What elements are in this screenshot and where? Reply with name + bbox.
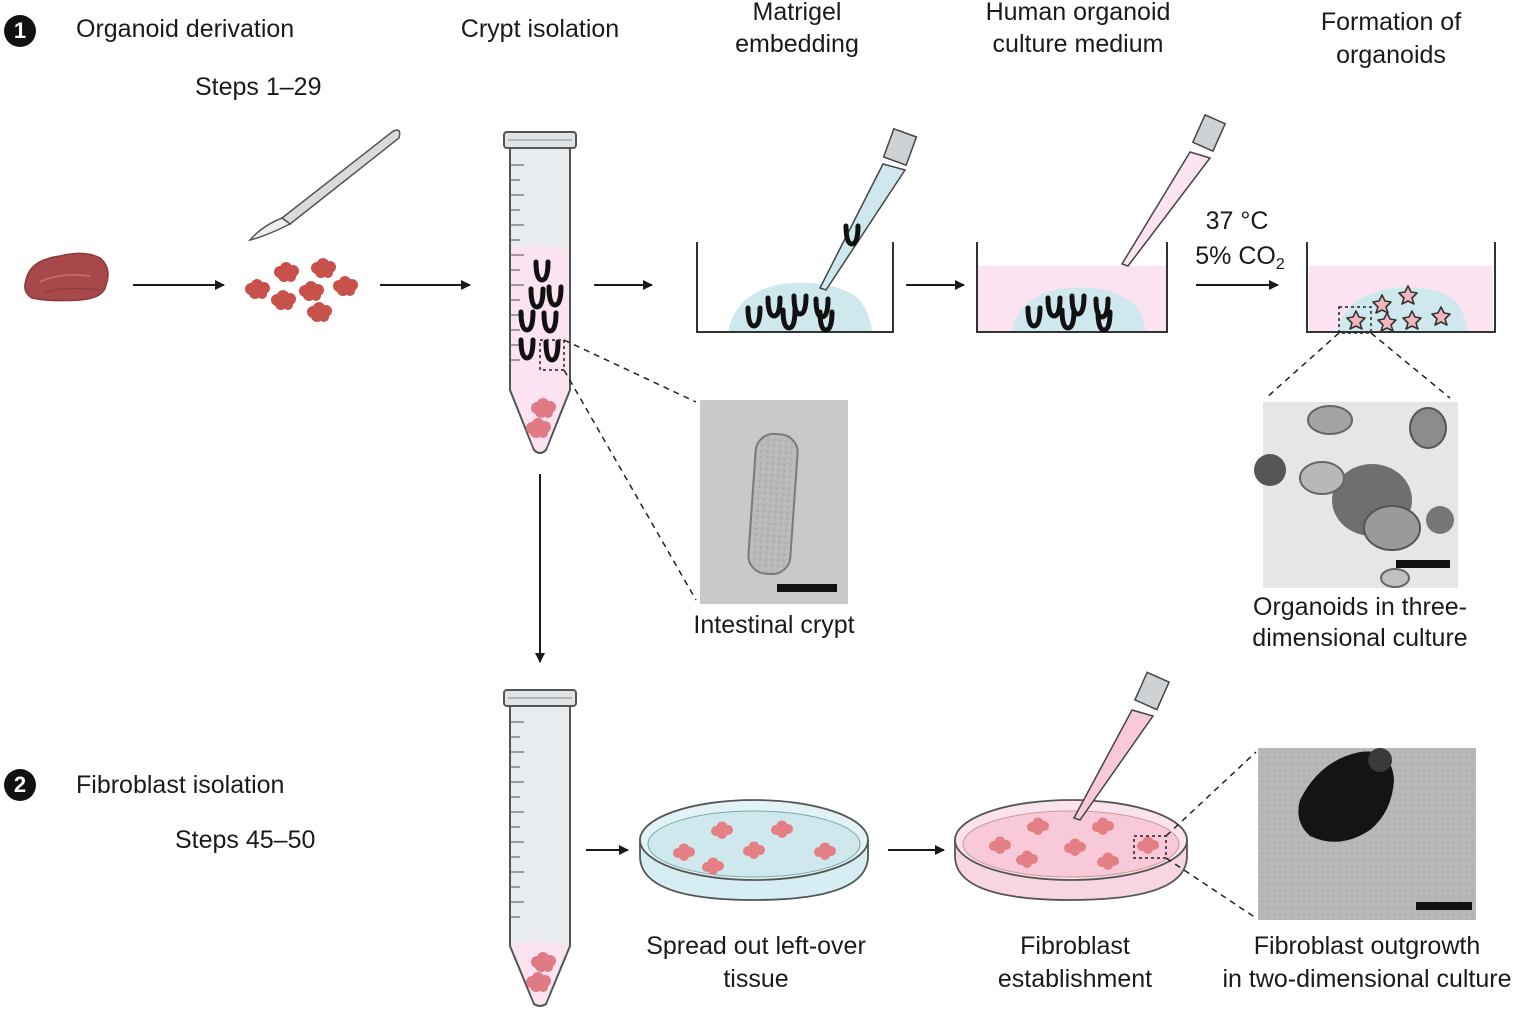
zoom-line-crypt-bottom — [563, 369, 697, 601]
scale-bar — [1416, 902, 1472, 910]
organoid-micrograph — [1254, 402, 1458, 588]
petri-dish-establishment — [954, 799, 1188, 901]
stage-crypt-isolation: Crypt isolation — [460, 15, 620, 43]
section-2-steps: Steps 45–50 — [175, 826, 316, 854]
co2-prefix: 5% CO — [1195, 242, 1276, 270]
tissue-fragments-icon — [245, 258, 358, 322]
well-matrigel-embedding — [696, 242, 894, 333]
petri-dish-tissue — [639, 799, 869, 901]
section-1-steps: Steps 1–29 — [195, 73, 322, 101]
section-1-badge: 1 — [4, 15, 36, 47]
stage-medium-line1: Human organoid — [985, 0, 1171, 26]
section-2-badge: 2 — [4, 769, 36, 801]
well-culture-medium — [976, 242, 1168, 333]
caption-outgrowth-line1: Fibroblast outgrowth — [1253, 932, 1481, 960]
zoom-line-crypt-top — [563, 339, 697, 403]
centrifuge-tube-crypts — [503, 131, 577, 454]
zoom-line-organoid-right — [1370, 332, 1451, 399]
fibroblast-micrograph — [1258, 748, 1476, 920]
caption-organoids-line2: dimensional culture — [1252, 624, 1468, 652]
scale-bar — [1396, 560, 1450, 568]
caption-spread-line1: Spread out left-over — [646, 932, 866, 960]
stage-matrigel-line2: embedding — [735, 30, 859, 58]
stage-medium-line2: culture medium — [992, 30, 1164, 58]
caption-spread-line2: tissue — [723, 965, 789, 993]
scale-bar — [777, 584, 837, 592]
tissue-sample-icon — [24, 252, 109, 302]
stage-formation-line2: organoids — [1336, 41, 1446, 69]
caption-intestinal-crypt: Intestinal crypt — [693, 611, 855, 639]
centrifuge-tube-leftover — [503, 689, 577, 1007]
condition-temperature: 37 °C — [1205, 207, 1269, 235]
scalpel-icon — [247, 129, 401, 242]
caption-organoids-line1: Organoids in three- — [1252, 593, 1468, 621]
pipette-tip-establish-icon — [1072, 671, 1171, 821]
caption-establish-line1: Fibroblast — [1020, 932, 1130, 960]
pipette-tip-medium-icon — [1120, 113, 1227, 267]
stage-formation-line1: Formation of — [1320, 8, 1462, 36]
well-organoids — [1306, 242, 1496, 334]
section-1-title: Organoid derivation — [76, 15, 295, 43]
pipette-tip-icon — [818, 127, 918, 291]
condition-co2: 5% CO2 — [1195, 240, 1285, 281]
section-2-title: Fibroblast isolation — [76, 771, 285, 799]
stage-matrigel-line1: Matrigel — [752, 0, 842, 26]
co2-subscript: 2 — [1275, 256, 1285, 273]
caption-outgrowth-line2: in two-dimensional culture — [1222, 965, 1512, 993]
zoom-line-organoid-left — [1265, 332, 1340, 399]
zoom-line-fibro-bottom — [1165, 857, 1257, 919]
zoom-line-fibro-top — [1165, 751, 1257, 837]
crypt-micrograph — [700, 400, 848, 604]
caption-establish-line2: establishment — [997, 965, 1153, 993]
